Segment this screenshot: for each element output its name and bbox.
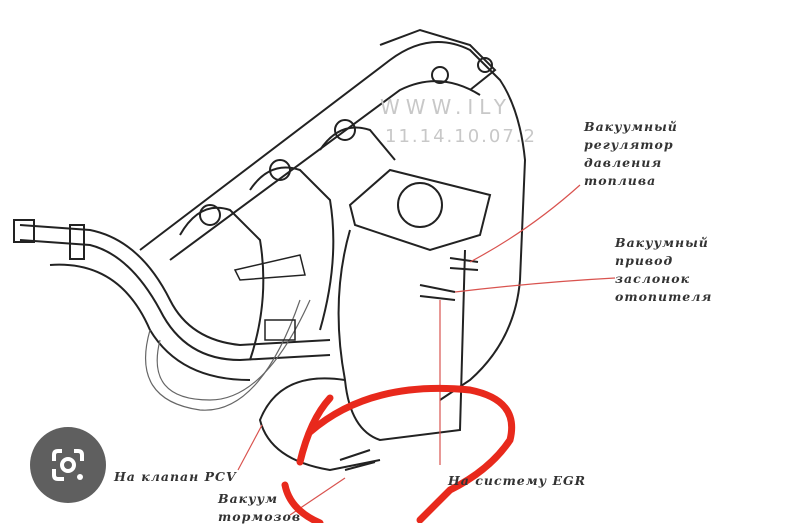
pointer-fuel-regulator xyxy=(469,184,581,263)
label-brake: Вакуум тормозов xyxy=(218,491,302,524)
pointer-heater xyxy=(454,277,616,293)
lower-housing xyxy=(337,229,466,442)
annotation-stroke xyxy=(296,394,334,466)
runner-3 xyxy=(319,126,396,161)
watermark-line2: 11.14.10.07.2 xyxy=(385,126,537,147)
label-heater-flaps: Вакуумный привод заслонок отопителя xyxy=(615,235,713,304)
annotation-loop xyxy=(281,384,516,523)
pointer-pcv xyxy=(237,424,263,471)
label-fuel-regulator: Вакуумный регулятор давления топлива xyxy=(584,119,678,188)
google-lens-icon xyxy=(52,449,84,481)
hose xyxy=(19,224,331,347)
throttle-body xyxy=(348,168,492,252)
watermark-line1: WWW.ILY xyxy=(380,95,512,119)
label-egr: На систему EGR xyxy=(448,473,587,488)
google-lens-button[interactable] xyxy=(30,427,106,503)
manifold-plenum xyxy=(139,41,527,401)
runner-2 xyxy=(249,166,335,331)
runner-1 xyxy=(179,206,265,361)
label-pcv: На клапан PCV xyxy=(114,469,237,484)
